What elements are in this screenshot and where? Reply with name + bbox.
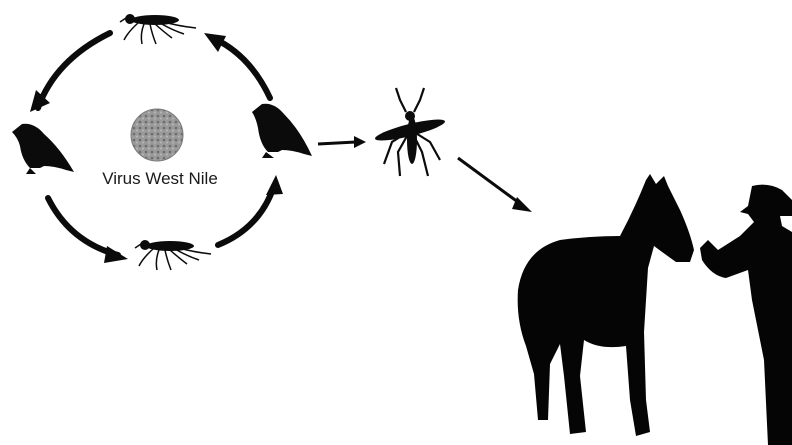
horse-icon [518,174,694,436]
man-icon [700,185,792,445]
mosquito-bottom-icon [135,240,211,270]
arrowhead-bottom-left [104,246,128,263]
arrow-bottom-right [218,186,274,245]
mosquito-large-icon [374,88,447,176]
virus-label: Virus West Nile [80,169,240,189]
arrowhead-top-right [204,33,226,52]
arrow-top-left [38,33,110,108]
arrow-top-right [213,38,270,98]
virus-icon [131,109,183,161]
arrow-to-mosquito [318,136,366,148]
arrow-to-horse [458,158,532,212]
arrowhead-bottom-right [266,175,283,195]
bird-right-icon [252,104,312,158]
mosquito-top-icon [120,14,196,44]
bird-left-icon [12,124,74,174]
